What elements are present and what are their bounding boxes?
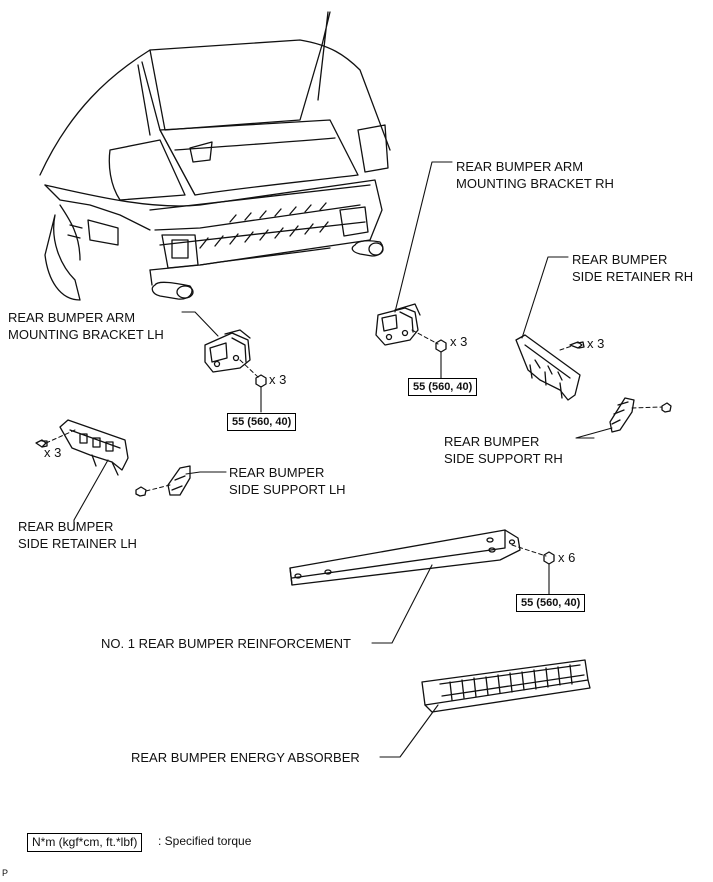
label-arm-bracket-lh: REAR BUMPER ARM MOUNTING BRACKET LH	[8, 309, 164, 343]
legend-torque-unit-box: N*m (kgf*cm, ft.*lbf)	[27, 833, 143, 852]
qty-rh-bracket: x 3	[450, 334, 468, 349]
label-line: REAR BUMPER	[18, 519, 114, 534]
torque-rh-bracket: 55 (560, 40)	[408, 378, 478, 396]
side-retainer-lh-part	[59, 419, 129, 476]
qty-reinforcement: x 6	[558, 550, 576, 565]
label-line: MOUNTING BRACKET LH	[8, 327, 164, 342]
label-line: SIDE SUPPORT RH	[444, 451, 563, 466]
label-line: MOUNTING BRACKET RH	[456, 176, 614, 191]
label-line: REAR BUMPER ARM	[456, 159, 584, 174]
label-line: REAR BUMPER ARM	[8, 310, 136, 325]
label-reinforcement: NO. 1 REAR BUMPER REINFORCEMENT	[101, 636, 351, 651]
label-arm-bracket-rh: REAR BUMPER ARM MOUNTING BRACKET RH	[456, 158, 614, 192]
corner-mark: P	[2, 868, 9, 878]
label-line: REAR BUMPER	[229, 465, 325, 480]
label-energy-absorber: REAR BUMPER ENERGY ABSORBER	[131, 750, 360, 765]
arm-bracket-rh-part	[375, 303, 421, 346]
torque-lh-bracket: 55 (560, 40)	[227, 413, 297, 431]
reinforcement-beam-part	[289, 529, 521, 586]
label-side-retainer-lh: REAR BUMPER SIDE RETAINER LH	[18, 518, 137, 552]
qty-lh-bracket: x 3	[269, 372, 287, 387]
label-line: SIDE RETAINER LH	[18, 536, 137, 551]
label-side-retainer-rh: REAR BUMPER SIDE RETAINER RH	[572, 251, 693, 285]
label-line: SIDE SUPPORT LH	[229, 482, 346, 497]
label-side-support-rh: REAR BUMPER SIDE SUPPORT RH	[444, 433, 563, 467]
torque-reinforcement: 55 (560, 40)	[516, 594, 586, 612]
energy-absorber-part	[421, 659, 591, 713]
side-retainer-rh-part	[515, 334, 581, 401]
fasteners	[35, 339, 672, 565]
label-line: REAR BUMPER	[444, 434, 540, 449]
alignment-lines	[45, 329, 663, 557]
label-line: REAR BUMPER	[572, 252, 668, 267]
label-side-support-lh: REAR BUMPER SIDE SUPPORT LH	[229, 464, 346, 498]
leader-lines	[73, 161, 613, 758]
side-support-rh-part	[609, 397, 635, 433]
side-support-lh-part	[167, 465, 191, 496]
label-line: SIDE RETAINER RH	[572, 269, 694, 284]
qty-lh-retainer: x 3	[44, 445, 62, 460]
qty-rh-retainer: x 3	[587, 336, 605, 351]
arm-bracket-lh-part	[204, 329, 251, 373]
legend-text: : Specified torque	[158, 834, 252, 848]
vehicle-rear-illustration	[39, 11, 391, 301]
